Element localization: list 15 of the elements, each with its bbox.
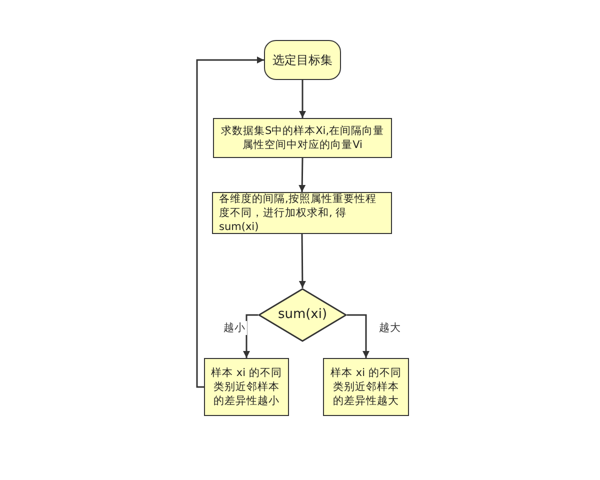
start-box: 选定目标集	[264, 40, 341, 80]
process-box: 求数据集S中的样本Xi,在间隔向量属性空间中对应的向量Vi	[213, 118, 392, 158]
process-box: 各维度的间隔,按照属性重要性程度不同，进行加权求和, 得 sum(xi)	[212, 192, 392, 234]
arrow	[347, 314, 370, 358]
process-box: 样本 xi 的不同类别近邻样本的差异性越大	[323, 358, 409, 416]
edge-label: 越大	[378, 321, 402, 335]
arrow	[243, 314, 258, 358]
process-box: 样本 xi 的不同类别近邻样本的差异性越小	[204, 358, 289, 416]
arrow	[299, 80, 306, 118]
condition-text: sum(xi)	[278, 306, 328, 324]
arrow	[196, 56, 264, 388]
arrow	[298, 234, 306, 288]
arrow	[298, 158, 306, 192]
edge-label: 越小	[222, 321, 246, 335]
decision-diamond	[258, 288, 347, 342]
